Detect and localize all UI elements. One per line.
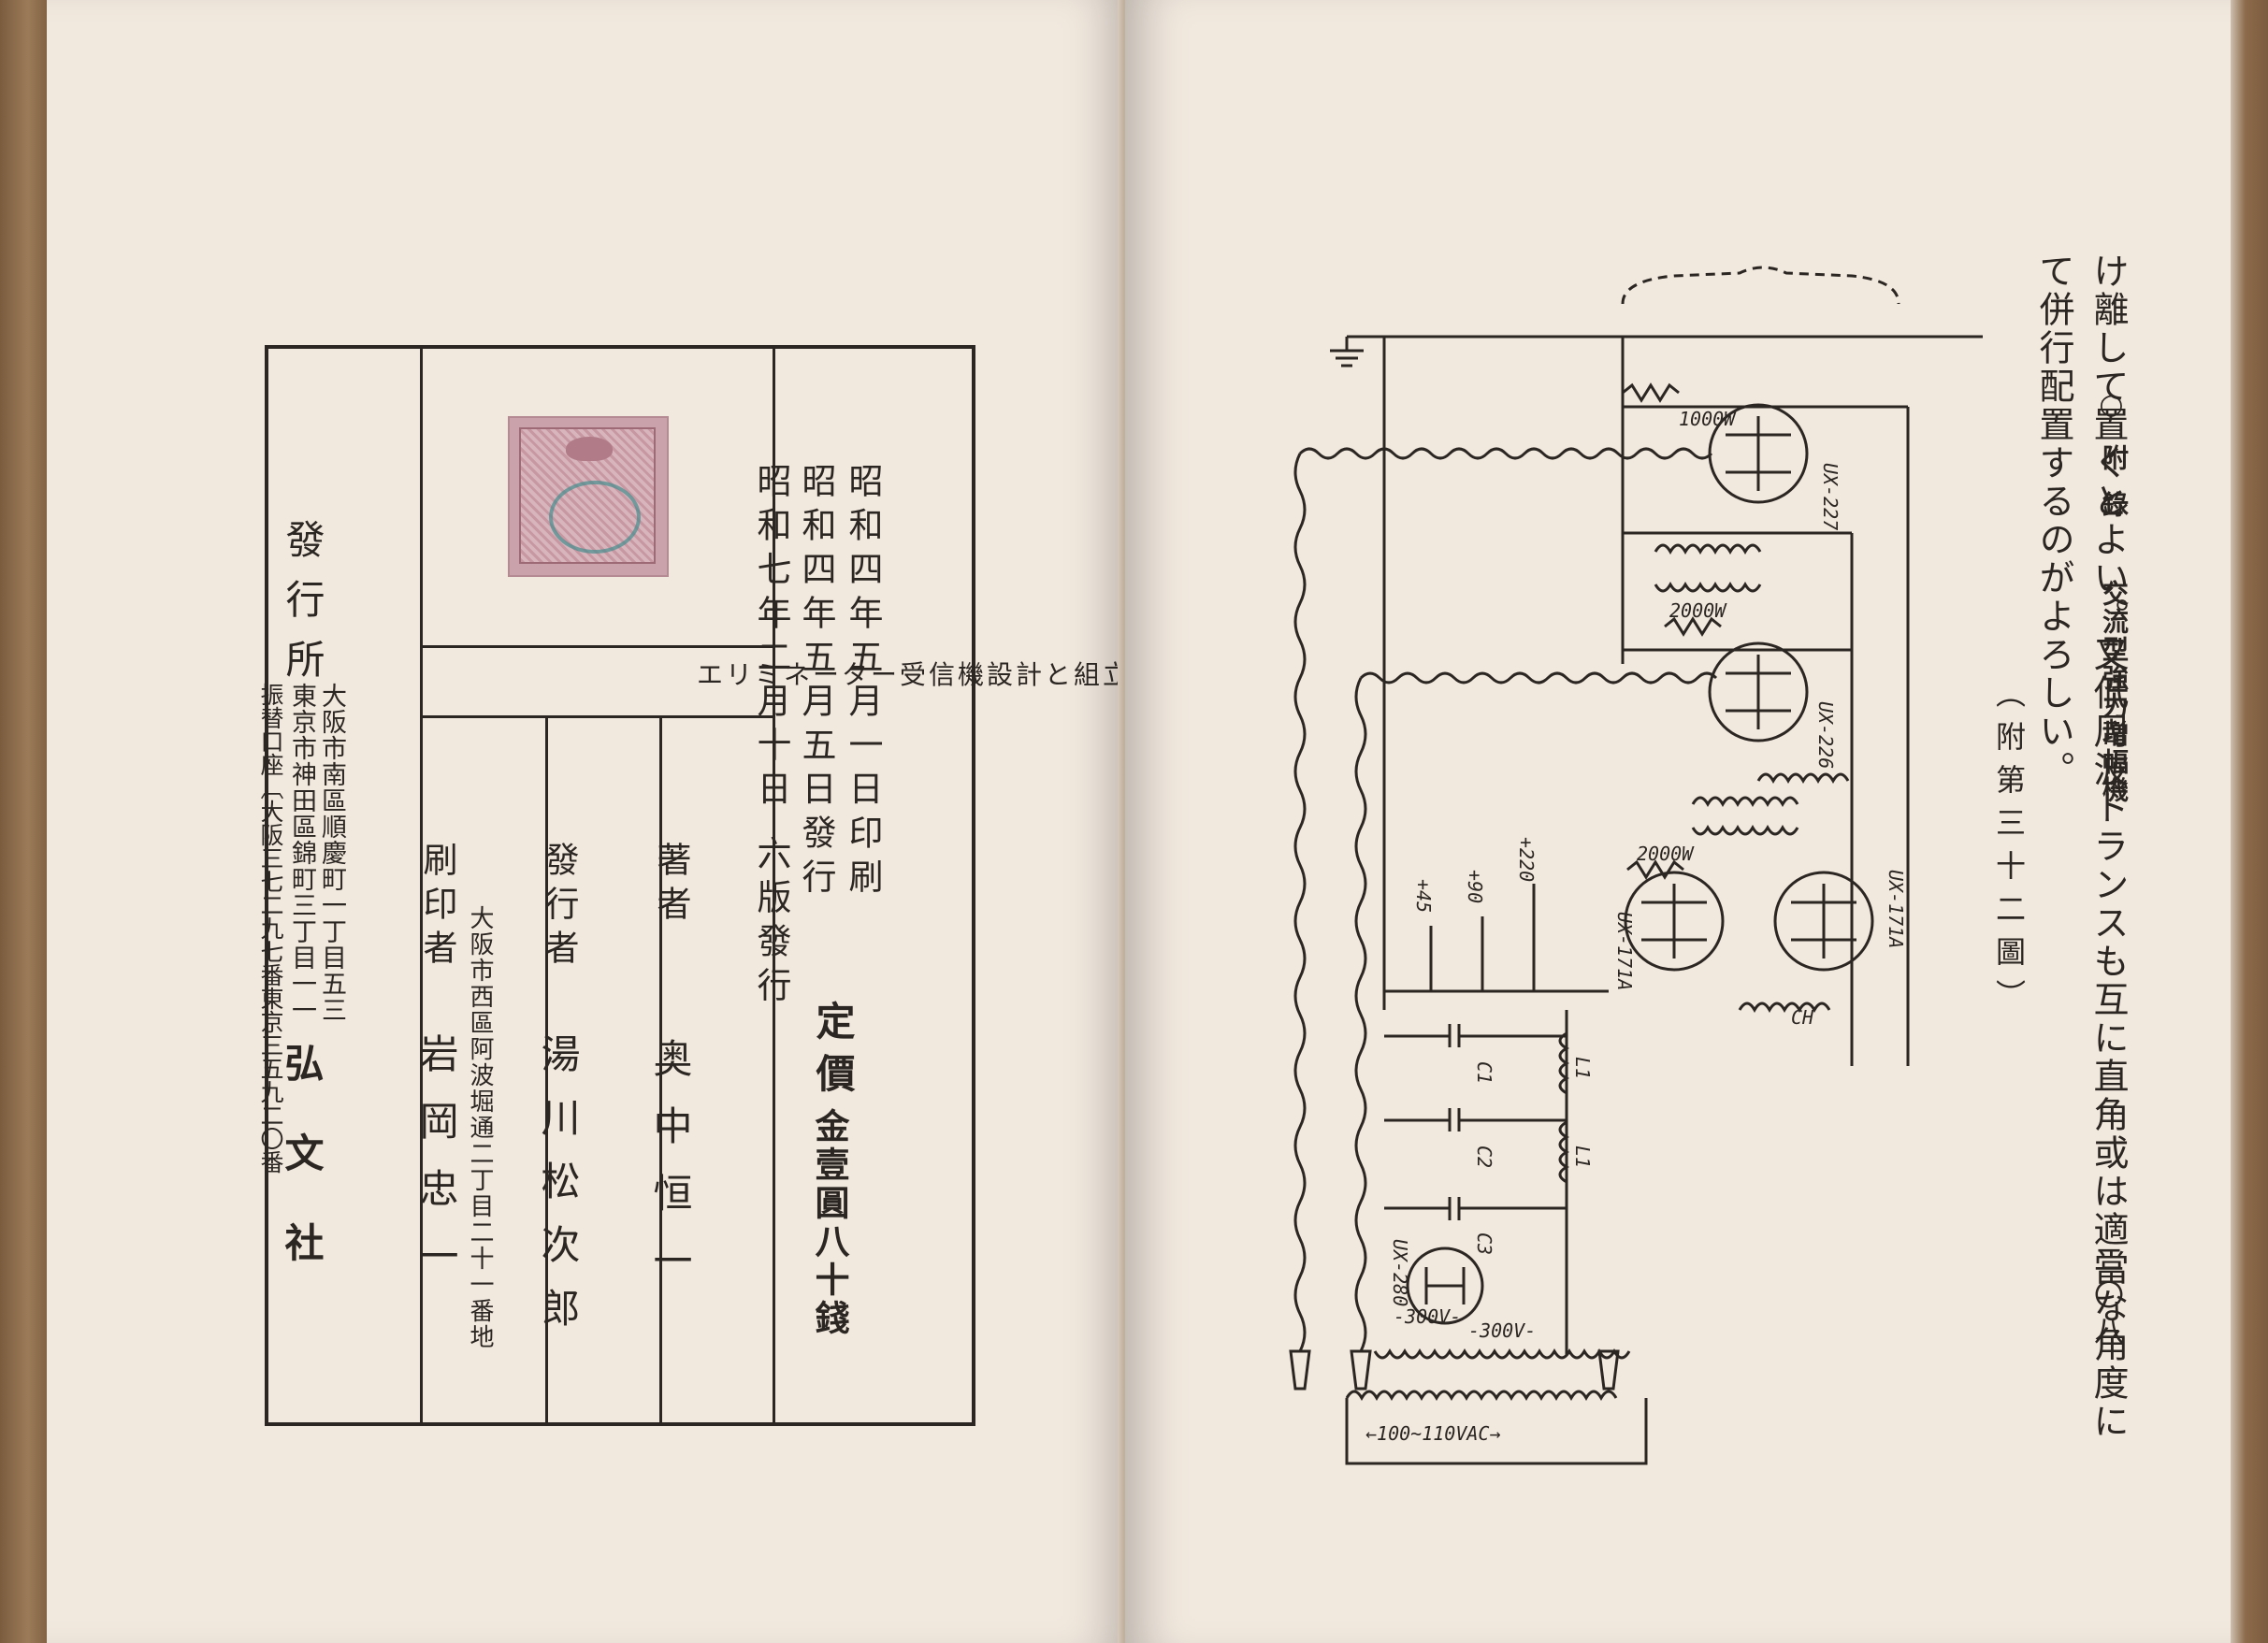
reprint-date: 昭和七年二月十日 六版發行	[751, 463, 791, 1011]
issue-date: 昭和四年五月五日發行	[796, 463, 836, 902]
output-choke	[1738, 1002, 1831, 1014]
body-text: け離して置くとよい。又低周波トランスも互に直角或は適當な角度にて併行配置するのが…	[2033, 252, 2129, 1441]
power-transformer-primary	[1345, 1390, 1618, 1402]
printer-name: 岩岡忠一	[413, 1033, 459, 1303]
divider-line	[773, 345, 775, 1426]
capacitor-c1	[1384, 1024, 1567, 1047]
stamp-crest	[566, 437, 613, 461]
revenue-stamp	[508, 416, 669, 577]
label-tube-4: UX-171A	[1885, 870, 1907, 948]
circuit-diagram: UX-227 UX-226 UX-171A UX-171A UX-280 100…	[1289, 266, 1983, 1465]
label-coil-2: L1	[1571, 1146, 1594, 1168]
tube-ux226	[1708, 641, 1809, 742]
divider-line	[420, 345, 423, 1426]
resistor	[1664, 616, 1722, 637]
tube-ux171a-1	[1624, 871, 1725, 972]
divider-line	[659, 718, 662, 1426]
author-label: 著者	[651, 842, 691, 930]
page-edge	[2231, 0, 2268, 1643]
label-c1: C1	[1473, 1061, 1495, 1084]
show-through-text	[168, 206, 1010, 262]
power-transformer-secondary	[1373, 1348, 1631, 1360]
label-c3: C3	[1473, 1232, 1495, 1255]
postmark-cancel	[549, 481, 641, 554]
publisher-person-name: 湯川松次郎	[535, 1033, 581, 1351]
transfer-account: 振替口座〔大阪三七二九七番東京三五九二〇番	[257, 683, 284, 1174]
header-title: 交流型強力増幅機	[2099, 580, 2130, 804]
label-choke: CH	[1791, 1006, 1814, 1029]
page-number: 二〇八	[2089, 1244, 2125, 1350]
label-hv: -300V-	[1394, 1305, 1461, 1328]
label-r1: 1000W	[1679, 408, 1737, 430]
label-tube-3: UX-171A	[1613, 912, 1636, 990]
left-page-colophon	[47, 0, 1122, 1643]
filament-lead	[1298, 447, 1713, 460]
terminal	[1350, 1349, 1372, 1391]
capacitor-c2	[1384, 1108, 1567, 1131]
label-tube-1: UX-227	[1819, 463, 1842, 530]
company-name: 弘文社	[279, 1043, 325, 1312]
address-tokyo: 東京市神田區錦町三丁目一一	[287, 683, 316, 1023]
tube-ux227	[1708, 403, 1809, 504]
ground-symbol	[1330, 337, 1364, 368]
book-title: エリミネーター受信機設計と組立	[697, 659, 1133, 690]
resistor	[1622, 382, 1680, 403]
divider-line	[423, 715, 773, 718]
header-mark: ○	[2095, 388, 2128, 421]
label-v1: +45	[1412, 879, 1435, 913]
label-v2: +90	[1464, 870, 1486, 903]
print-date: 昭和四年五月一日印刷	[843, 463, 883, 902]
label-ac-input: ←100~110VAC→	[1365, 1422, 1501, 1445]
rectifier-tube	[1406, 1247, 1484, 1325]
colophon-frame	[265, 345, 975, 1426]
label-c2: C2	[1473, 1146, 1495, 1168]
publishing-house-label: 發行所	[280, 519, 325, 699]
price-value: 金壹圓八十錢	[809, 1108, 850, 1338]
filament-lead	[1359, 671, 1718, 685]
label-hv2: -300V-	[1468, 1319, 1536, 1342]
figure-caption: （附第三十二圖）	[1991, 678, 2027, 1022]
transformer-1	[1654, 543, 1762, 555]
printer-address: 大阪市西區阿波堀通二丁目二十一番地	[466, 905, 494, 1350]
author-name: 奥中恒一	[647, 1038, 693, 1307]
right-page-diagram	[1125, 0, 2231, 1643]
label-r2: 2000W	[1669, 599, 1727, 622]
terminal	[1289, 1349, 1311, 1391]
address-osaka: 大阪市南區順慶町一丁目五三	[317, 683, 346, 1023]
stamp-border	[519, 427, 656, 564]
header-section: 附錄	[2099, 444, 2130, 538]
label-tube-2: UX-226	[1814, 701, 1837, 769]
divider-line	[423, 645, 773, 648]
publisher-person-label: 發行者	[539, 842, 579, 973]
terminal	[1597, 1349, 1620, 1391]
printer-label: 刷印者	[417, 842, 457, 973]
label-v3: +220	[1515, 837, 1538, 882]
label-rectifier: UX-280	[1389, 1239, 1411, 1306]
price-label: 定價	[810, 1001, 856, 1105]
divider-line	[545, 718, 548, 1426]
label-r3: 2000W	[1637, 843, 1695, 865]
capacitor-c3	[1384, 1197, 1567, 1220]
resistor	[1626, 859, 1684, 880]
transformer-2	[1756, 772, 1850, 785]
tube-ux171a-2	[1773, 871, 1874, 972]
label-coil-1: L1	[1571, 1057, 1594, 1079]
